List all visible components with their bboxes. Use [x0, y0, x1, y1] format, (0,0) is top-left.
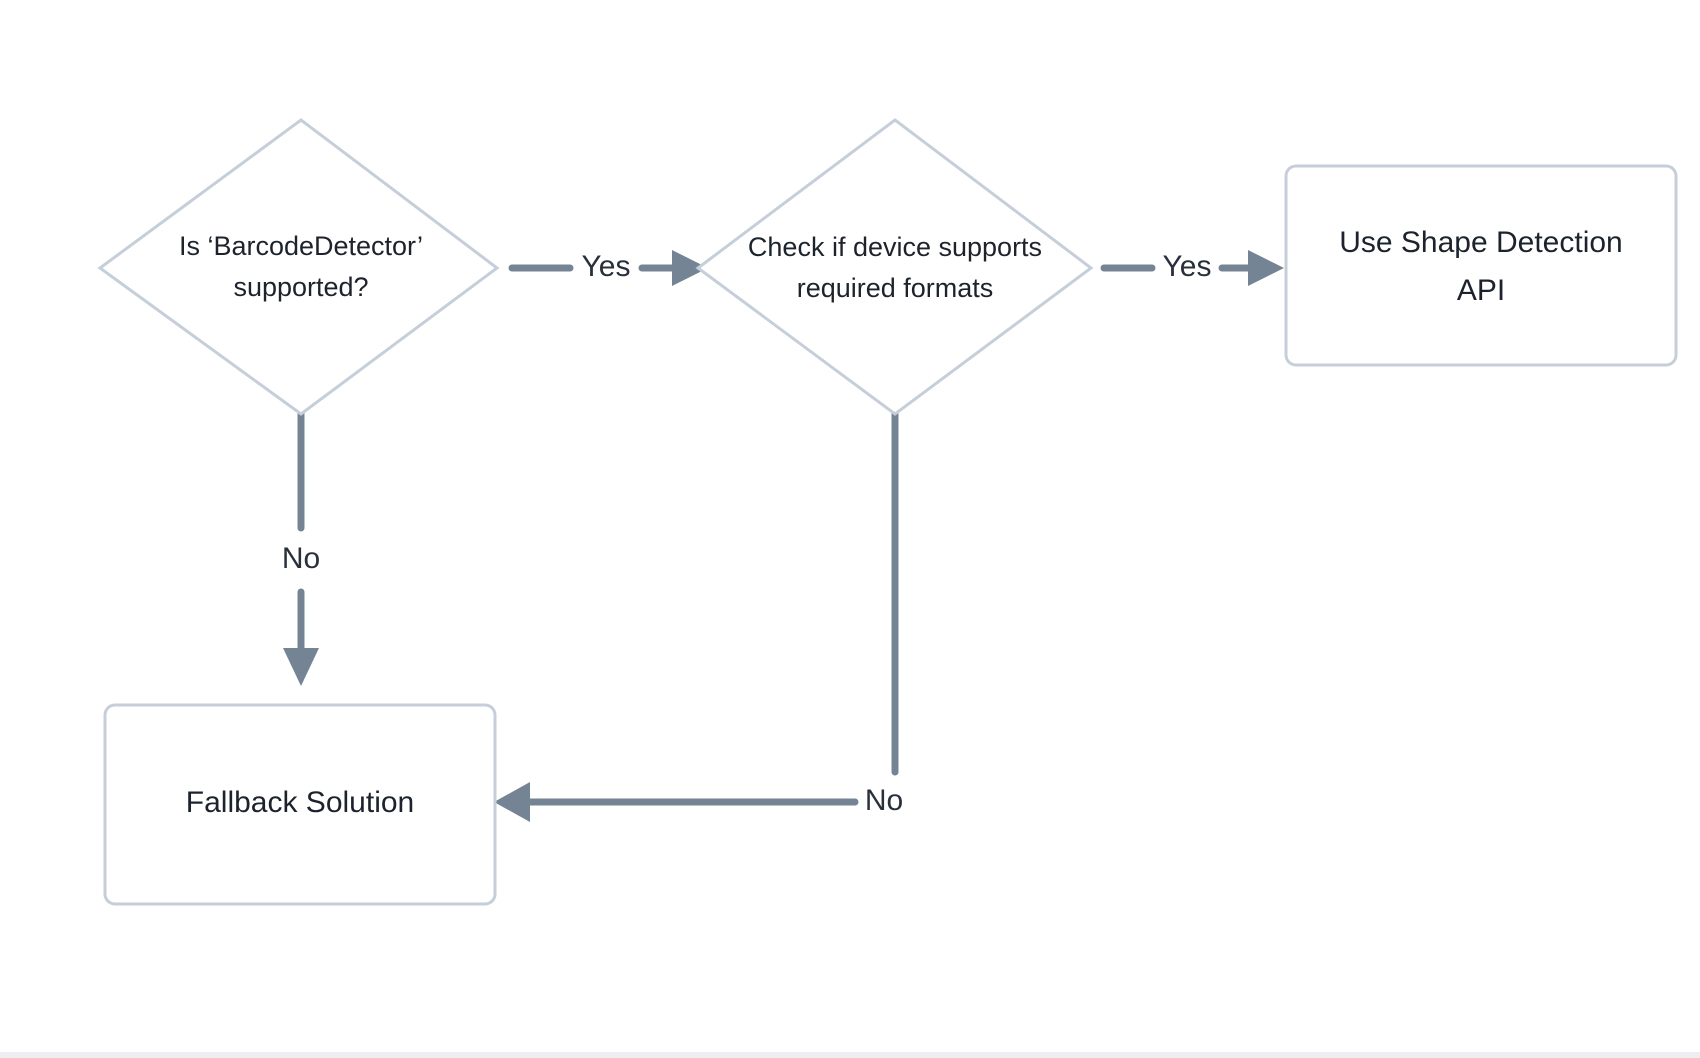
node-shape-detection-api[interactable]: Use Shape Detection API: [1284, 164, 1678, 367]
diamond-shape: [695, 118, 1094, 416]
node-format-check-label-line1: Check if device supports: [748, 232, 1042, 262]
edge-detector-to-fallback: No: [282, 409, 320, 686]
edge-format-to-api: Yes: [1100, 250, 1284, 286]
node-format-check[interactable]: Check if device supports required format…: [695, 118, 1094, 416]
node-shape-detection-api-label-line1: Use Shape Detection: [1339, 226, 1623, 259]
node-detector-check-label-line2: supported?: [233, 272, 368, 302]
node-fallback-solution-label-line1: Fallback Solution: [186, 786, 414, 819]
bottom-divider: [0, 1052, 1700, 1058]
node-detector-check[interactable]: Is ‘BarcodeDetector’ supported?: [97, 118, 500, 416]
arrowhead-icon: [1248, 250, 1284, 286]
arrowhead-icon: [283, 648, 319, 686]
rounded-rect-shape: [1284, 164, 1678, 367]
node-shape-detection-api-label-line2: API: [1457, 274, 1505, 307]
node-detector-check-label-line1: Is ‘BarcodeDetector’: [179, 231, 423, 261]
edge-detector-to-format: Yes: [508, 250, 708, 286]
edge-label-detector-to-fallback: No: [282, 542, 320, 575]
edge-label-format-to-api: Yes: [1163, 250, 1212, 283]
edge-format-to-fallback: No: [494, 409, 903, 822]
arrowhead-icon: [672, 250, 708, 286]
arrowhead-icon: [494, 782, 530, 822]
edge-label-detector-to-format: Yes: [582, 250, 631, 283]
diamond-shape: [97, 118, 500, 416]
rounded-rect-shape: [103, 703, 497, 906]
node-fallback-solution[interactable]: Fallback Solution: [103, 703, 497, 906]
edge-label-format-to-fallback: No: [865, 784, 903, 817]
node-format-check-label-line2: required formats: [797, 273, 994, 303]
